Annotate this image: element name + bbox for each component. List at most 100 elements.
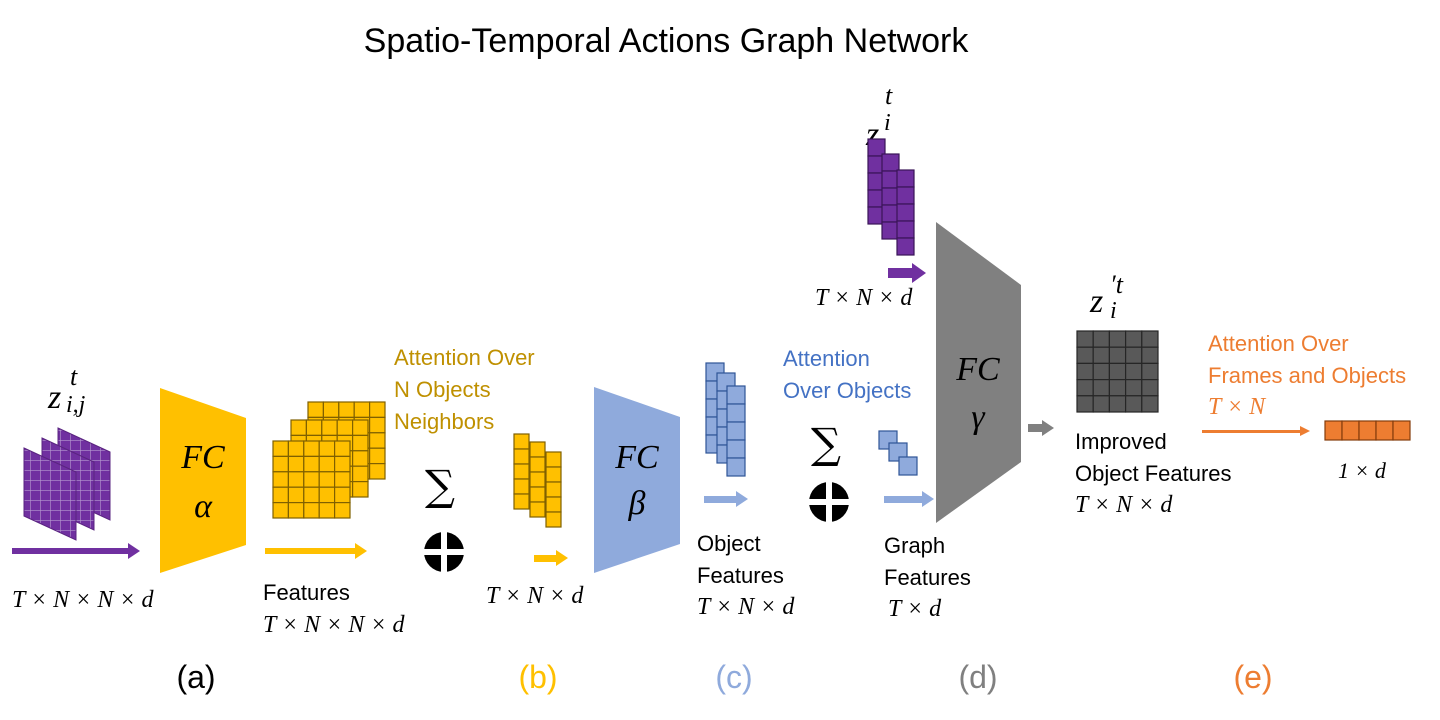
graph-cell <box>898 456 918 476</box>
fc-beta-symbol: β <box>628 485 646 522</box>
svg-text:t: t <box>885 81 893 110</box>
feature-grid-cell <box>272 440 289 457</box>
input-dims: T × N × N × d <box>12 587 155 613</box>
feature-grid-cell <box>334 440 351 457</box>
improved-grid-cell <box>1092 346 1110 365</box>
graph-features-dims: T × d <box>888 596 942 622</box>
svg-text:′t: ′t <box>1110 270 1124 299</box>
b-column-cell <box>529 471 546 488</box>
feature-grid-cell <box>322 401 340 418</box>
b-output-columns <box>513 433 562 528</box>
feature-grid-cell <box>338 401 355 418</box>
feature-grid-cell <box>334 455 351 473</box>
c-arrow <box>704 491 748 507</box>
improved-grid-cell <box>1124 330 1143 348</box>
stage-b-label: (b) <box>518 659 557 695</box>
feature-grid-cell <box>352 434 369 452</box>
improved-grid-cell <box>1141 330 1159 348</box>
b-column-cell <box>513 433 530 450</box>
fc-beta-label: FC <box>614 439 659 476</box>
b-dims: T × N × d <box>486 583 584 609</box>
svg-text:z: z <box>1089 283 1103 320</box>
feature-grid-cell <box>369 463 386 480</box>
output-dims: 1 × d <box>1338 458 1387 483</box>
b-column-cell <box>513 448 530 465</box>
svg-text:i: i <box>1110 298 1117 324</box>
feature-grid-cell <box>272 455 289 473</box>
improved-grid-cell <box>1108 346 1127 365</box>
fc-alpha-label: FC <box>180 439 225 476</box>
attention-e-line1: Attention Over <box>1208 331 1349 356</box>
improved-grid-cell <box>1141 379 1159 397</box>
stage-c-label: (c) <box>715 659 752 695</box>
input-z-ij-label: z t i,j <box>47 362 86 418</box>
improved-line2: Object Features <box>1075 461 1232 486</box>
feature-grid-cell <box>303 502 320 519</box>
attention-e-line3: T × N <box>1208 394 1267 420</box>
improved-grid-cell <box>1092 379 1110 397</box>
feature-grid-cell <box>318 471 336 488</box>
sum-symbol-c: ∑ <box>811 419 841 468</box>
feature-grid-cell <box>272 471 289 488</box>
feature-grid-cell <box>287 471 305 488</box>
svg-text:i,j: i,j <box>66 392 86 418</box>
improved-feature-grid <box>1076 330 1159 413</box>
improved-grid-cell <box>1124 362 1143 381</box>
fc-gamma-block <box>936 222 1021 523</box>
improved-grid-cell <box>1108 362 1127 381</box>
improved-grid-cell <box>1141 395 1159 413</box>
stage-a-label: (a) <box>176 659 215 695</box>
output-vector-cell <box>1358 420 1377 441</box>
z-i-column-cell <box>896 169 915 188</box>
z-i-arrow <box>888 263 926 283</box>
z-i-column-cell <box>896 237 915 256</box>
feature-grid-cell <box>318 440 336 457</box>
object-features-line2: Features <box>697 563 784 588</box>
features-grid-stack <box>272 401 386 519</box>
fc-alpha-block <box>160 388 246 573</box>
attention-c-line1: Attention <box>783 346 870 371</box>
b-column-cell <box>529 456 546 473</box>
feature-grid-cell <box>272 502 289 519</box>
svg-text:t: t <box>70 362 78 391</box>
improved-grid-cell <box>1092 362 1110 381</box>
output-vector-cell <box>1341 420 1360 441</box>
object-features-line1: Object <box>697 531 761 556</box>
input-arrow <box>12 543 140 559</box>
b-column-cell <box>545 481 562 498</box>
attention-c-line2: Over Objects <box>783 378 911 403</box>
fc-gamma-symbol: γ <box>971 399 986 436</box>
improved-grid-cell <box>1124 379 1143 397</box>
feature-grid-cell <box>287 486 305 504</box>
feature-grid-cell <box>303 455 320 473</box>
graph-arrow <box>884 491 934 507</box>
feature-grid-cell <box>334 486 351 504</box>
improved-grid-cell <box>1076 330 1094 348</box>
diagram-title: Spatio-Temporal Actions Graph Network <box>364 22 970 60</box>
object-column-cell <box>726 385 746 405</box>
attention-e-line2: Frames and Objects <box>1208 363 1406 388</box>
feature-grid-cell <box>369 416 386 434</box>
b-column-cell <box>513 463 530 480</box>
b-column-cell <box>529 441 546 458</box>
features-arrow <box>265 543 367 559</box>
features-dims: T × N × N × d <box>263 612 406 638</box>
z-i-column-cell <box>881 153 900 172</box>
object-column-cell <box>726 421 746 441</box>
features-label: Features <box>263 580 350 605</box>
sum-symbol-b: ∑ <box>425 461 455 510</box>
feature-grid-cell <box>307 401 324 418</box>
b-column-cell <box>513 478 530 495</box>
attention-e-arrow <box>1202 426 1310 436</box>
gamma-arrow <box>1028 420 1054 436</box>
feature-grid-cell <box>287 455 305 473</box>
graph-feature-cells <box>878 430 918 476</box>
feature-grid-cell <box>318 502 336 519</box>
b-column-cell <box>529 486 546 503</box>
stage-d-label: (d) <box>958 659 997 695</box>
svg-text:z: z <box>47 379 61 416</box>
graph-features-line2: Features <box>884 565 971 590</box>
feature-grid-cell <box>334 502 351 519</box>
improved-grid-cell <box>1108 395 1127 413</box>
